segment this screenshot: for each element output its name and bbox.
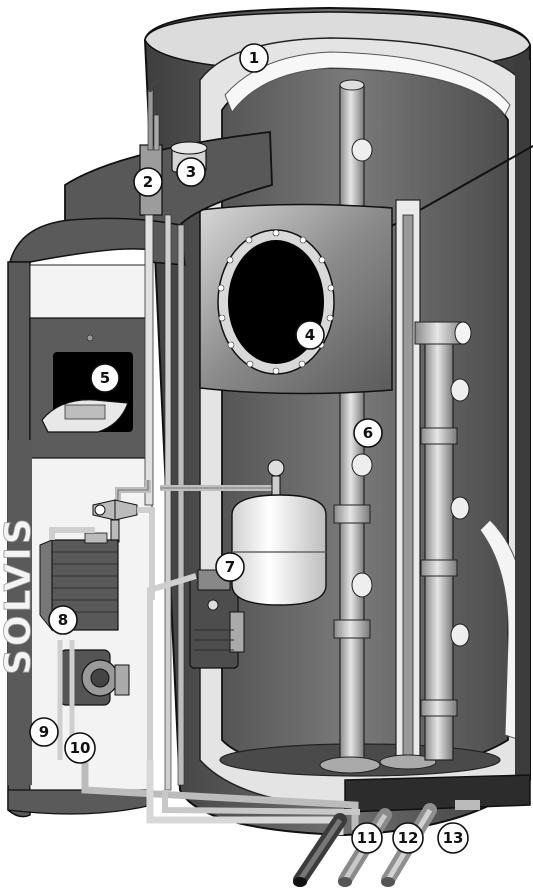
callout-11: 11 bbox=[352, 823, 382, 853]
svg-text:6: 6 bbox=[363, 424, 373, 442]
svg-text:11: 11 bbox=[357, 829, 378, 847]
callout-5: 5 bbox=[91, 364, 119, 392]
svg-text:3: 3 bbox=[186, 163, 196, 181]
manhole-flange bbox=[200, 204, 392, 393]
brand-logo: SOLVIS bbox=[0, 515, 39, 675]
svg-text:2: 2 bbox=[143, 173, 153, 191]
callout-1: 1 bbox=[240, 44, 268, 72]
svg-text:9: 9 bbox=[39, 723, 49, 741]
callout-2: 2 bbox=[134, 168, 162, 196]
tank-base-ring bbox=[345, 775, 530, 812]
callout-3: 3 bbox=[177, 158, 205, 186]
storage-tank bbox=[145, 8, 533, 835]
svg-text:13: 13 bbox=[443, 829, 464, 847]
callout-4: 4 bbox=[296, 321, 324, 349]
svg-text:7: 7 bbox=[225, 558, 235, 576]
svg-text:1: 1 bbox=[249, 49, 259, 67]
svg-text:12: 12 bbox=[398, 829, 419, 847]
svg-text:10: 10 bbox=[70, 739, 91, 757]
svg-text:4: 4 bbox=[305, 326, 315, 344]
callout-12: 12 bbox=[393, 823, 423, 853]
svg-text:5: 5 bbox=[100, 369, 110, 387]
callout-7: 7 bbox=[216, 553, 244, 581]
callout-8: 8 bbox=[49, 606, 77, 634]
callout-13: 13 bbox=[438, 823, 468, 853]
callout-6: 6 bbox=[354, 419, 382, 447]
callout-10: 10 bbox=[65, 733, 95, 763]
svg-text:8: 8 bbox=[58, 611, 68, 629]
callout-9: 9 bbox=[30, 718, 58, 746]
